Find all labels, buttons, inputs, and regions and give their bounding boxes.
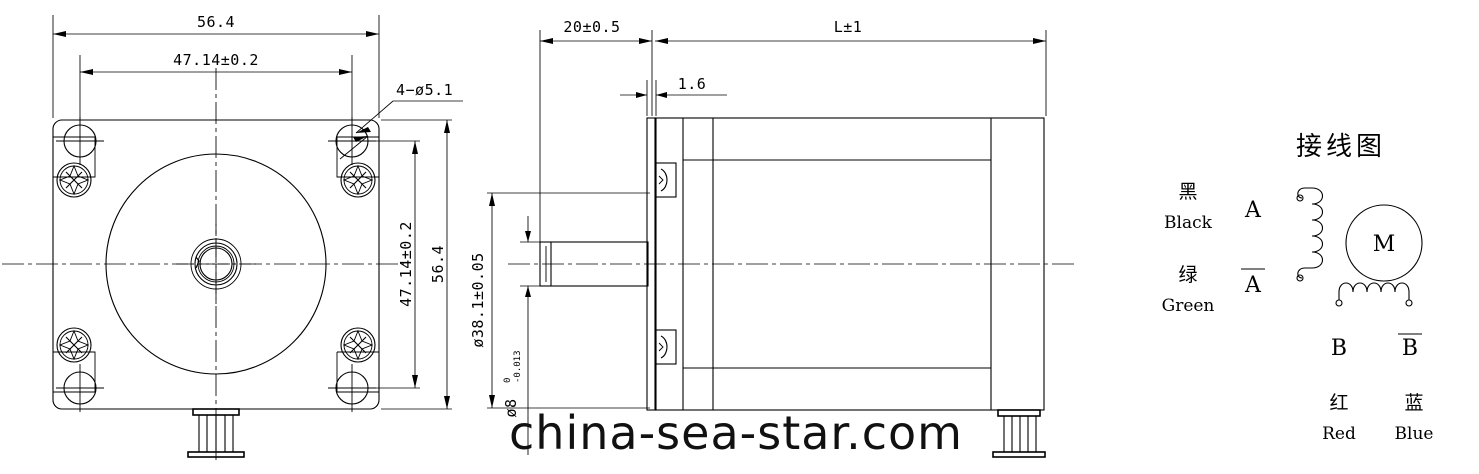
dim-body-length: L±1: [834, 18, 863, 36]
screw-head-bottom-right: [340, 327, 376, 363]
side-view: 20±0.5 L±1 1.6 ø38.1±0.05: [469, 18, 1075, 458]
terminal-a-label: A: [1244, 198, 1262, 223]
lead-wire-bundle-front: [187, 408, 245, 458]
watermark-text: china-sea-star.com: [509, 406, 963, 460]
screw-head-bottom-left: [56, 327, 92, 363]
dimension-body-length: L±1: [655, 18, 1047, 116]
coil-phase-b: [1335, 282, 1413, 307]
terminal-a: A: [1244, 198, 1262, 223]
lead-blue-cn: 蓝: [1404, 392, 1423, 414]
dim-pilot-diameter: ø38.1±0.05: [469, 252, 487, 347]
dim-shaft-diameter: ø8: [502, 398, 520, 417]
dim-shaft-tol-upper: 0: [503, 378, 513, 383]
terminal-b-label: B: [1331, 336, 1347, 361]
lead-black-en: Black: [1164, 213, 1213, 233]
dimension-hole-pitch-vertical: 47.14±0.2: [370, 140, 420, 389]
lead-green-en: Green: [1162, 296, 1215, 316]
dim-shaft-tol-lower: -0.013: [513, 350, 523, 383]
mounting-hole-bottom-left: [56, 364, 104, 412]
lead-red-cn: 红: [1329, 392, 1348, 414]
mounting-hole-bottom-right: [328, 364, 376, 412]
wiring-diagram-title: 接线图: [1296, 132, 1386, 162]
dimension-shaft-diameter: ø8 0 -0.013: [502, 216, 545, 455]
motor-symbol-label: M: [1373, 232, 1396, 257]
dim-front-width: 56.4: [197, 13, 235, 31]
terminal-a-bar: A: [1241, 268, 1265, 298]
terminal-b: B: [1331, 336, 1347, 361]
terminal-b-bar: B: [1398, 333, 1422, 361]
lead-green: 绿 Green: [1162, 264, 1215, 316]
terminal-a-bar-label: A: [1244, 273, 1262, 298]
lead-black: 黑 Black: [1164, 181, 1213, 233]
terminal-b-bar-label: B: [1402, 336, 1418, 361]
coil-phase-a: [1296, 187, 1324, 282]
dimension-pilot-diameter: ø38.1±0.05: [469, 192, 650, 409]
screw-head-top-right: [340, 162, 376, 198]
callout-mounting-holes: 4−ø5.1: [339, 81, 463, 160]
front-view: 56.4 47.14±0.2 47.14±0.2 56.4: [2, 13, 463, 460]
dimension-flange-thickness: 1.6: [620, 75, 727, 116]
lead-green-cn: 绿: [1178, 264, 1197, 286]
flange-notch-bottom: [655, 329, 677, 365]
dim-shaft-length: 20±0.5: [563, 18, 620, 36]
lead-black-cn: 黑: [1178, 181, 1197, 203]
dimension-height-overall: 56.4: [381, 119, 452, 410]
lead-blue-en: Blue: [1395, 424, 1434, 444]
lead-red-en: Red: [1322, 424, 1356, 444]
flange-notch-top: [655, 162, 677, 198]
dim-flange-thickness: 1.6: [678, 75, 707, 93]
dimension-shaft-length: 20±0.5: [539, 18, 653, 248]
callout-4-holes-label: 4−ø5.1: [396, 81, 453, 99]
screw-head-top-left: [56, 162, 92, 198]
dimension-width-overall: 56.4: [52, 13, 380, 118]
lead-blue: 蓝 Blue: [1395, 392, 1434, 444]
lead-red: 红 Red: [1322, 392, 1356, 444]
dim-front-hole-pitch-h: 47.14±0.2: [173, 51, 259, 69]
lead-wire-bundle-side: [992, 409, 1046, 458]
wiring-diagram: 接线图 M A 黑 Black A 绿 G: [1162, 132, 1434, 444]
dimension-hole-pitch-horizontal: 47.14±0.2: [79, 51, 353, 126]
dim-front-height: 56.4: [429, 245, 447, 283]
dim-front-hole-pitch-v: 47.14±0.2: [397, 221, 415, 307]
